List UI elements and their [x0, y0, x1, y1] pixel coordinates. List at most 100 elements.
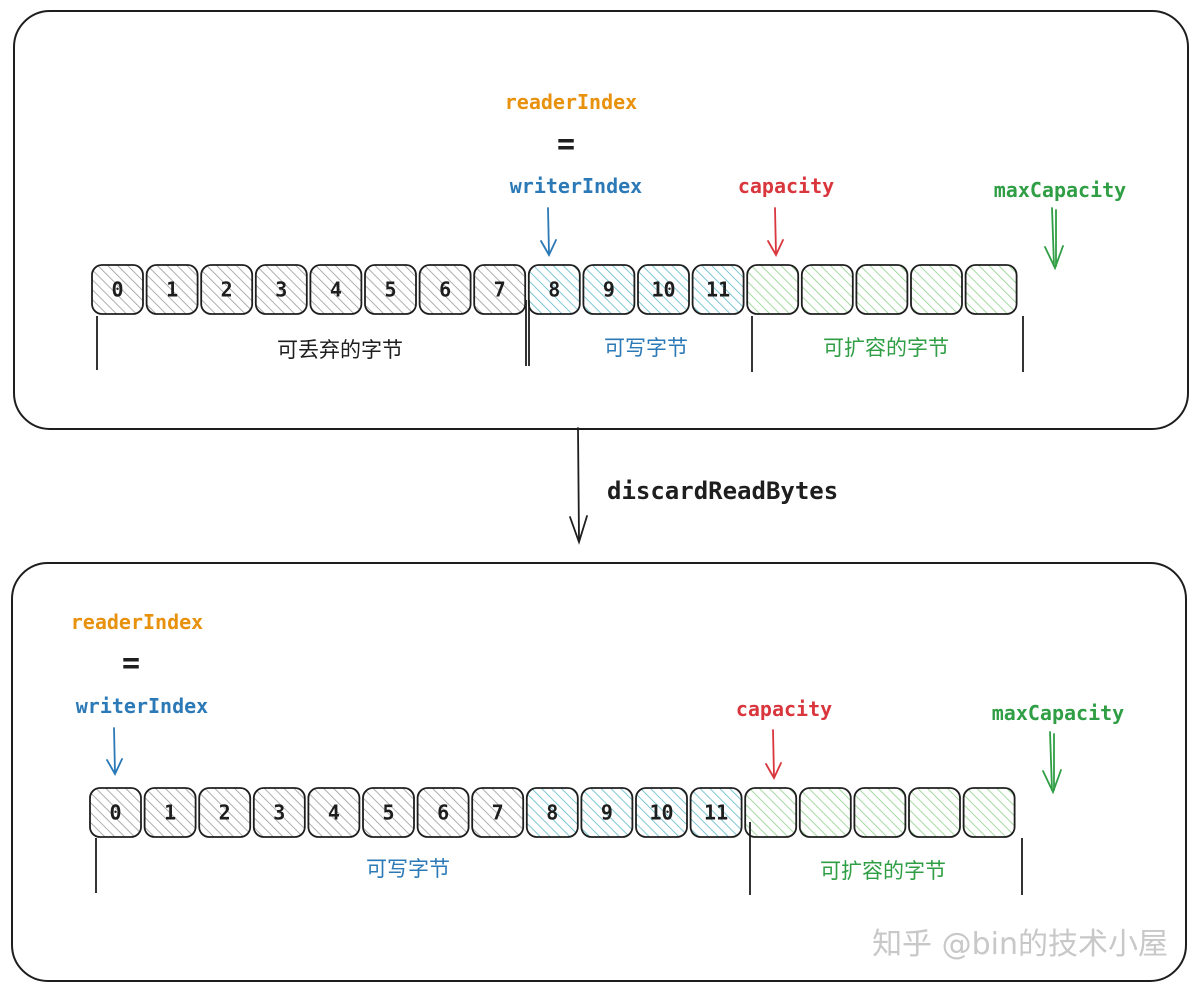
after-max-label: maxCapacity	[992, 701, 1124, 725]
after-cell-label: 3	[273, 801, 285, 825]
after-cell-box	[307, 787, 361, 838]
before-cell-2: 2	[200, 264, 254, 315]
after-cell-box	[798, 787, 852, 838]
after-capacity-arrow-icon	[765, 729, 782, 780]
before-panel: readerIndex = writerIndex capacity maxCa…	[13, 10, 1189, 430]
before-cell-box	[309, 264, 363, 315]
before-cell-label: 9	[603, 278, 615, 302]
before-max-label: maxCapacity	[994, 178, 1126, 202]
after-cell-12	[744, 787, 798, 838]
after-cell-box	[962, 787, 1016, 838]
after-cell-label: 5	[382, 801, 394, 825]
before-cell-box	[200, 264, 254, 315]
before-cell-6: 6	[418, 264, 472, 315]
before-equals: =	[557, 127, 575, 162]
after-cell-label: 10	[649, 801, 673, 825]
before-cell-label: 2	[221, 278, 233, 302]
before-cell-box	[91, 264, 144, 315]
before-cell-5: 5	[364, 264, 417, 315]
after-cell-box	[853, 787, 907, 838]
before-cell-9: 9	[582, 264, 636, 315]
before-cell-box	[910, 264, 963, 315]
after-writer-label: writerIndex	[76, 694, 208, 718]
before-cell-label: 8	[548, 278, 560, 302]
after-cell-14	[853, 787, 907, 838]
before-cell-16	[964, 264, 1018, 315]
before-cell-7: 7	[473, 264, 527, 315]
before-capacity-label: capacity	[738, 174, 834, 198]
after-writer-arrow-icon	[106, 727, 123, 776]
after-cell-box	[635, 787, 688, 838]
before-cell-label: 4	[330, 278, 342, 302]
before-cell-15	[910, 264, 963, 315]
before-cell-box	[582, 264, 636, 315]
after-cell-label: 4	[328, 801, 340, 825]
after-cell-box	[362, 787, 415, 838]
after-cell-1: 1	[143, 787, 197, 838]
before-cell-box	[418, 264, 472, 315]
before-cell-box	[473, 264, 527, 315]
after-region-writable-label: 可写字节	[366, 857, 450, 881]
after-cell-0: 0	[89, 787, 142, 838]
after-cell-label: 2	[219, 801, 231, 825]
after-cell-label: 11	[704, 801, 728, 825]
after-cell-label: 8	[546, 801, 558, 825]
after-cell-2: 2	[198, 787, 252, 838]
before-region-dividers	[96, 300, 1024, 372]
after-cell-box	[198, 787, 252, 838]
before-cell-label: 11	[706, 278, 730, 302]
before-cell-8: 8	[527, 264, 581, 315]
after-region-expandable-label: 可扩容的字节	[820, 859, 946, 883]
before-cell-box	[254, 264, 308, 315]
after-cell-label: 9	[601, 801, 613, 825]
operation-label: discardReadBytes	[607, 477, 838, 505]
before-writer-arrow-icon	[540, 207, 557, 257]
after-cell-11: 11	[689, 787, 743, 838]
after-cell-box	[252, 787, 306, 838]
before-cell-box	[691, 264, 745, 315]
before-capacity-arrow-icon	[767, 207, 784, 257]
before-cell-14	[855, 264, 909, 315]
before-cell-box	[855, 264, 909, 315]
before-cell-box	[800, 264, 854, 315]
before-region-expandable-label: 可扩容的字节	[823, 336, 949, 360]
before-cell-box	[364, 264, 417, 315]
before-cell-label: 6	[439, 278, 451, 302]
before-cell-12	[746, 264, 800, 315]
after-cell-box	[580, 787, 634, 838]
after-cell-7: 7	[471, 787, 525, 838]
after-cell-13	[798, 787, 852, 838]
before-writer-label: writerIndex	[510, 174, 642, 198]
after-cell-9: 9	[580, 787, 634, 838]
before-cell-13	[800, 264, 854, 315]
after-cell-6: 6	[416, 787, 470, 838]
after-reader-label: readerIndex	[71, 610, 203, 634]
before-cell-box	[637, 264, 690, 315]
after-panel-frame	[11, 562, 1187, 982]
before-panel-frame	[13, 10, 1189, 430]
after-panel: readerIndex = writerIndex capacity maxCa…	[11, 562, 1187, 982]
after-cell-box	[689, 787, 743, 838]
before-cell-label: 5	[384, 278, 396, 302]
after-cell-box	[143, 787, 197, 838]
before-cell-3: 3	[254, 264, 308, 315]
after-cell-label: 1	[164, 801, 176, 825]
before-cell-label: 7	[494, 278, 506, 302]
after-cell-box	[744, 787, 798, 838]
after-cell-box	[416, 787, 470, 838]
after-cell-box	[525, 787, 579, 838]
before-cell-label: 0	[111, 278, 123, 302]
before-cell-0: 0	[91, 264, 144, 315]
after-max-arrow-icon	[1042, 731, 1062, 795]
before-region-writable-label: 可写字节	[604, 336, 688, 360]
before-cell-box	[746, 264, 800, 315]
after-region-dividers	[95, 822, 1023, 895]
after-cell-box	[471, 787, 525, 838]
before-cell-label: 1	[166, 278, 178, 302]
after-cell-15	[908, 787, 961, 838]
before-cell-label: 3	[275, 278, 287, 302]
before-cell-box	[527, 264, 581, 315]
before-cell-box	[964, 264, 1018, 315]
